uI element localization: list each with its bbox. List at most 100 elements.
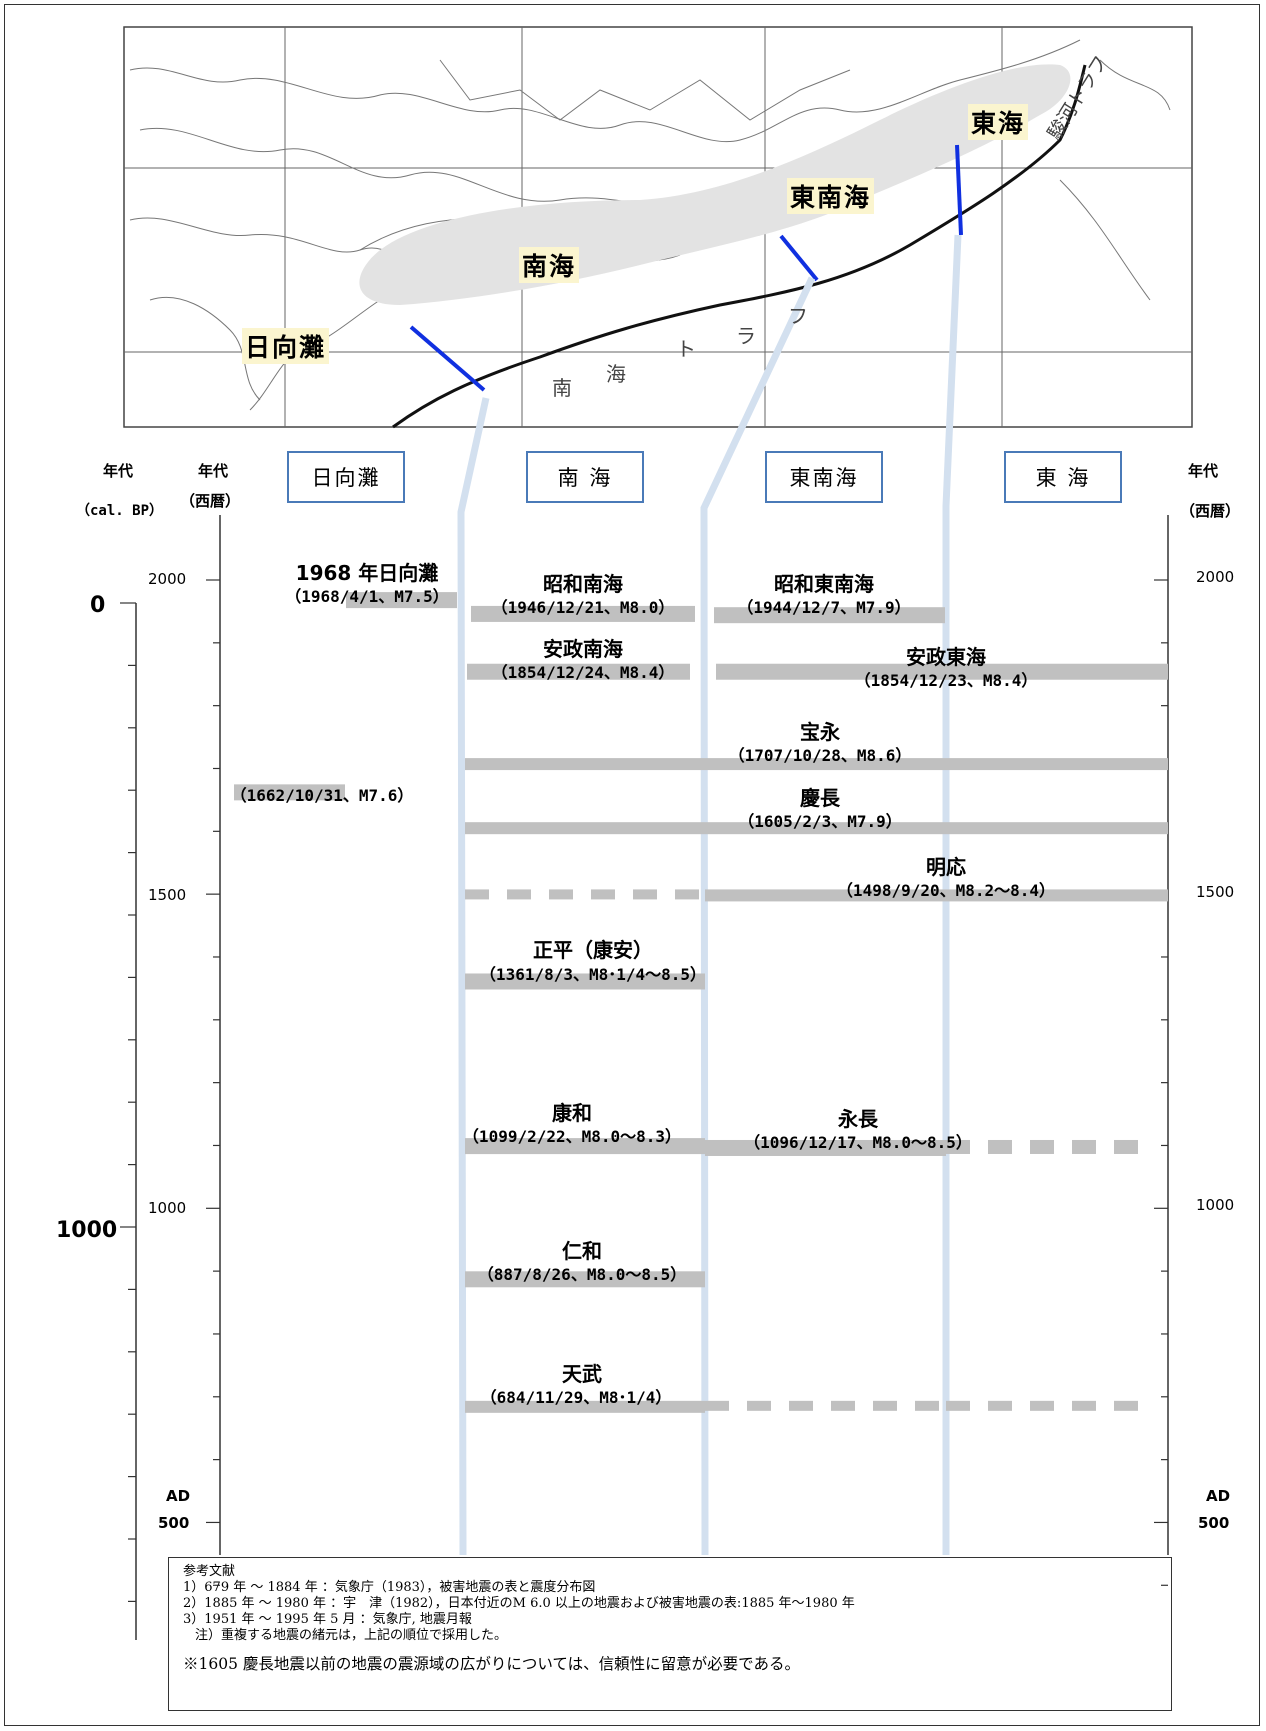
event-name: 慶長 xyxy=(800,786,840,810)
zone-header-tokai: 東 海 xyxy=(1004,451,1122,503)
event-bar-dash xyxy=(507,889,531,900)
event-bar-dash xyxy=(831,1400,855,1411)
event-bar-dash xyxy=(705,1400,729,1411)
event-bar xyxy=(946,822,1168,835)
bp-axis-unit: （cal. BP） xyxy=(76,503,164,519)
segment-boundaries xyxy=(409,144,963,392)
ad-tick-prefix: AD xyxy=(166,1487,191,1505)
axis-ticks xyxy=(120,579,1168,1603)
event-bar-dash xyxy=(915,1400,939,1411)
event-detail: （1099/2/22、M8.0～8.3） xyxy=(462,1127,682,1146)
map-label-nankai: 南海 xyxy=(519,247,580,283)
trough-char: フ xyxy=(788,304,808,328)
event-name: 昭和南海 xyxy=(543,572,623,596)
event-name: 宝永 xyxy=(800,720,840,744)
event-detail: （887/8/26、M8.0～8.5） xyxy=(477,1265,687,1284)
event-bar xyxy=(946,758,1168,771)
event-detail: （1854/12/23、M8.4） xyxy=(854,671,1038,690)
event-bar xyxy=(465,1400,705,1413)
event-bar-dash xyxy=(789,1400,813,1411)
right-tick-label: 1000 xyxy=(1196,1196,1235,1214)
ad-axis-unit: （西暦） xyxy=(180,492,241,510)
event-bar xyxy=(465,973,705,990)
event-name: 明応 xyxy=(926,855,966,879)
event-detail: （684/11/29、M8･1/4） xyxy=(480,1388,672,1407)
map-label-tonankai: 東南海 xyxy=(787,178,875,214)
event-detail: （1944/12/7、M7.9） xyxy=(737,598,911,617)
event-bar-dash xyxy=(675,889,699,900)
right-tick-prefix: AD xyxy=(1206,1487,1231,1505)
event-bar xyxy=(465,822,705,835)
trough-char: ラ xyxy=(736,324,756,348)
event-bar xyxy=(705,1139,946,1156)
reliability-note: ※1605 慶長地震以前の地震の震源域の広がりについては、信頼性に留意が必要であ… xyxy=(183,1655,800,1673)
references-box: 参考文献 1）679 年 ～ 1884 年 ：気象庁（1983），被害地震の表と… xyxy=(168,1557,1172,1711)
event-bar-dash xyxy=(633,889,657,900)
trough-char: ト xyxy=(676,337,696,361)
bp-axis-title: 年代 xyxy=(103,462,134,480)
ad-tick-label: 1500 xyxy=(148,886,187,904)
zone-header-tonankai: 東南海 xyxy=(765,451,883,503)
event-bar-dash xyxy=(1114,1400,1138,1411)
event-name: 昭和東南海 xyxy=(774,572,874,596)
event-bar-dash xyxy=(747,1400,771,1411)
event-detail: （1946/12/21、M8.0） xyxy=(491,598,675,617)
event-bar xyxy=(705,889,946,902)
event-name: 康和 xyxy=(552,1101,592,1125)
event-bar xyxy=(705,822,946,835)
right-tick-label: 500 xyxy=(1198,1514,1230,1532)
event-bar-dash xyxy=(591,889,615,900)
event-name: 安政南海 xyxy=(543,637,623,661)
bp-tick-label: 1000 xyxy=(56,1218,118,1243)
ad-axis-title: 年代 xyxy=(198,462,229,480)
event-bar-dash xyxy=(946,1139,970,1154)
event-detail: （1707/10/28、M8.6） xyxy=(728,746,912,765)
event-bar-dash xyxy=(1072,1139,1096,1154)
event-detail: （1361/8/3、M8･1/4～8.5） xyxy=(479,965,707,984)
references-title: 参考文献 xyxy=(183,1564,236,1579)
column-connectors xyxy=(457,234,962,1556)
reference-line: 3）1951 年 ～ 1995 年 5 月 ：気象庁, 地震月報 xyxy=(183,1612,472,1627)
event-name: 1968 年日向灘 xyxy=(295,561,439,585)
event-bar xyxy=(705,758,946,771)
map-label-hyuganada: 日向灘 xyxy=(242,328,330,364)
event-detail: （1854/12/24、M8.4） xyxy=(491,663,675,682)
event-bar-dash xyxy=(465,889,489,900)
ad-tick-label: 1000 xyxy=(148,1199,187,1217)
event-bar-dash xyxy=(946,1400,970,1411)
event-bar xyxy=(716,663,1168,680)
ad-tick-label: 500 xyxy=(158,1514,190,1532)
event-bar xyxy=(465,758,705,771)
event-bar-dash xyxy=(988,1400,1012,1411)
event-bar-dash xyxy=(1114,1139,1138,1154)
right-tick-label: 2000 xyxy=(1196,568,1235,586)
reference-line: 1）679 年 ～ 1884 年 ：気象庁（1983），被害地震の表と震度分布図 xyxy=(183,1580,596,1595)
event-bar xyxy=(346,592,457,609)
event-bar xyxy=(471,605,695,622)
event-detail: （1968/4/1、M7.5） xyxy=(285,587,449,606)
zone-header-nankai: 南 海 xyxy=(526,451,644,503)
event-bar-dash xyxy=(1030,1400,1054,1411)
event-detail: （1096/12/17、M8.0～8.5） xyxy=(744,1133,972,1152)
reference-line: 2）1885 年 ～ 1980 年 ：宇 津（1982），日本付近のM 6.0 … xyxy=(183,1596,855,1611)
right-axis-title: 年代 xyxy=(1188,462,1219,480)
right-tick-label: 1500 xyxy=(1196,883,1235,901)
right-axis-unit: （西暦） xyxy=(1180,502,1241,520)
map-label-tokai: 東海 xyxy=(968,104,1029,140)
event-bars xyxy=(234,592,1168,1413)
bp-tick-label: 0 xyxy=(90,593,106,618)
event-bar-dash xyxy=(988,1139,1012,1154)
event-bar xyxy=(465,1271,705,1288)
event-name: 永長 xyxy=(838,1107,878,1131)
event-bar xyxy=(714,607,945,624)
event-name: 正平（康安） xyxy=(533,938,653,962)
event-name: 安政東海 xyxy=(906,645,986,669)
outer-frame xyxy=(4,4,1260,1726)
event-detail: （1662/10/31、M7.6） xyxy=(230,786,414,805)
event-name: 天武 xyxy=(562,1362,602,1386)
event-bar xyxy=(946,889,1168,902)
reference-footnote: 注）重複する地震の緒元は，上記の順位で採用した。 xyxy=(195,1628,508,1643)
axes xyxy=(135,515,1169,1640)
